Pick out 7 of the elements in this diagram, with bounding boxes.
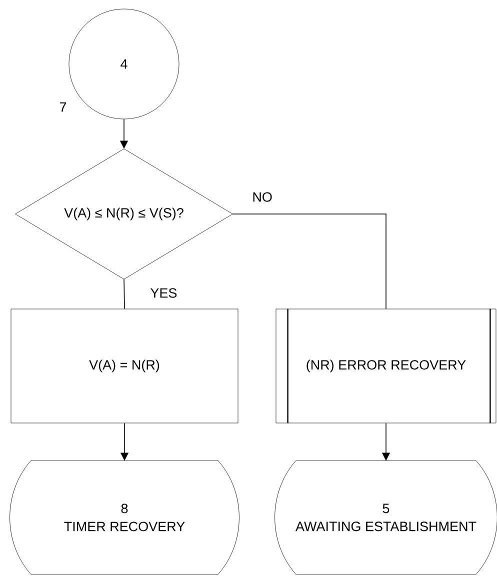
process-box: V(A) = N(R) [10,308,238,424]
beside-label: 7 [60,102,66,112]
terminal-shape: 5 AWAITING ESTABLISHMENT [274,460,497,574]
edge-label: NO [251,191,274,203]
edge-label: YES [149,287,178,299]
subroutine-box: (NR) ERROR RECOVERY [276,308,496,424]
terminal-shape: 8 TIMER RECOVERY [10,460,240,574]
